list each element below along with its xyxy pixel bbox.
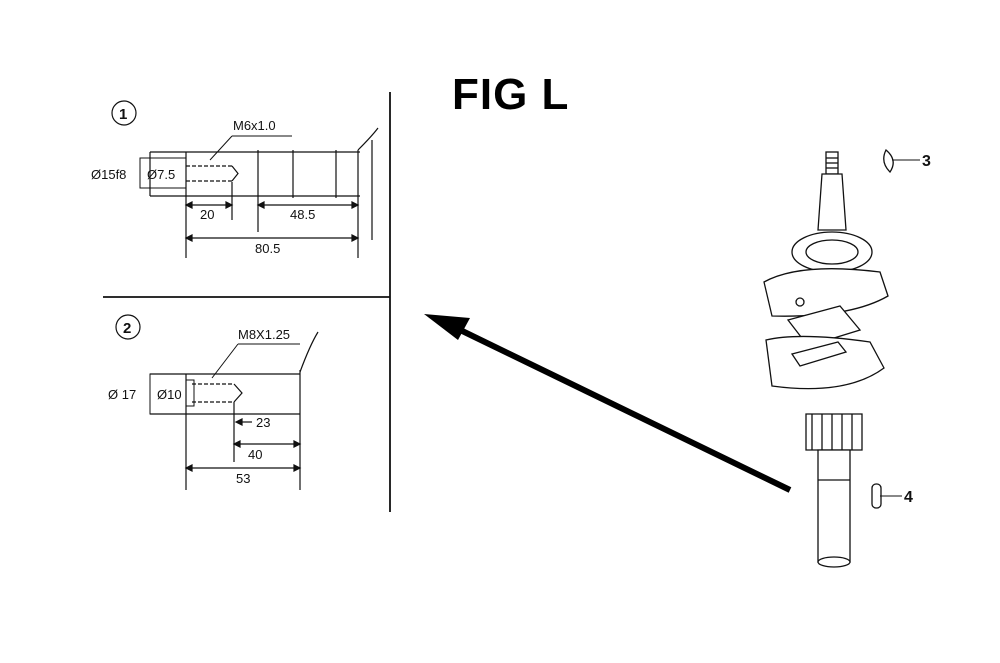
crankshaft-illustration (763, 148, 894, 568)
callout-part-4: 4 (904, 489, 913, 506)
detail-1-bore-diameter: Ø7.5 (147, 167, 175, 182)
callout-part-3: 3 (922, 153, 931, 170)
detail-1-badge-circle (111, 100, 137, 126)
detail-1-length-mid: 48.5 (290, 207, 315, 222)
detail-2-badge-circle (115, 314, 141, 340)
detail-2-badge: 2 (123, 320, 131, 337)
detail-2-bore-diameter: Ø10 (157, 387, 182, 402)
detail-1-length-short: 20 (200, 207, 214, 222)
detail-2-length-mid: 40 (248, 447, 262, 462)
detail-2-thread-label: M8X1.25 (238, 327, 290, 342)
key-part-3-shape (883, 148, 894, 174)
detail-2-shaft-diameter: Ø 17 (108, 387, 136, 402)
detail-2-length-total: 53 (236, 471, 250, 486)
detail-1-drawing (111, 100, 379, 258)
detail-1-badge: 1 (119, 106, 127, 123)
detail-1-length-total: 80.5 (255, 241, 280, 256)
detail-2-length-short: 23 (256, 415, 270, 430)
detail-1-shaft-diameter: Ø15f8 (91, 167, 126, 182)
pointer-arrow (424, 314, 792, 493)
figure-title: FIG L (452, 70, 570, 119)
detail-2-drawing (115, 314, 319, 490)
detail-1-thread-label: M6x1.0 (233, 118, 276, 133)
key-part-4-shape (871, 483, 882, 509)
